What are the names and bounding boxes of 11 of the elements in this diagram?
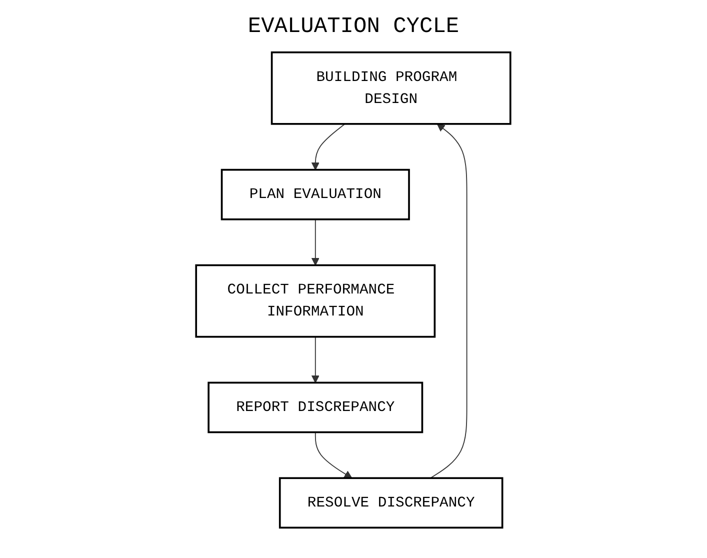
arrow xyxy=(315,432,352,478)
arrow xyxy=(430,124,468,479)
node-box: COLLECT PERFORMANCE INFORMATION xyxy=(195,264,436,338)
node-box: REPORT DISCREPANCY xyxy=(208,382,424,434)
arrow xyxy=(312,218,320,266)
arrow xyxy=(312,336,320,384)
node-box: BUILDING PROGRAM DESIGN xyxy=(271,51,512,125)
arrow xyxy=(312,123,346,170)
diagram-title: EVALUATION CYCLE xyxy=(246,14,460,39)
node-box: RESOLVE DISCREPANCY xyxy=(279,477,504,529)
node-box: PLAN EVALUATION xyxy=(221,168,410,220)
